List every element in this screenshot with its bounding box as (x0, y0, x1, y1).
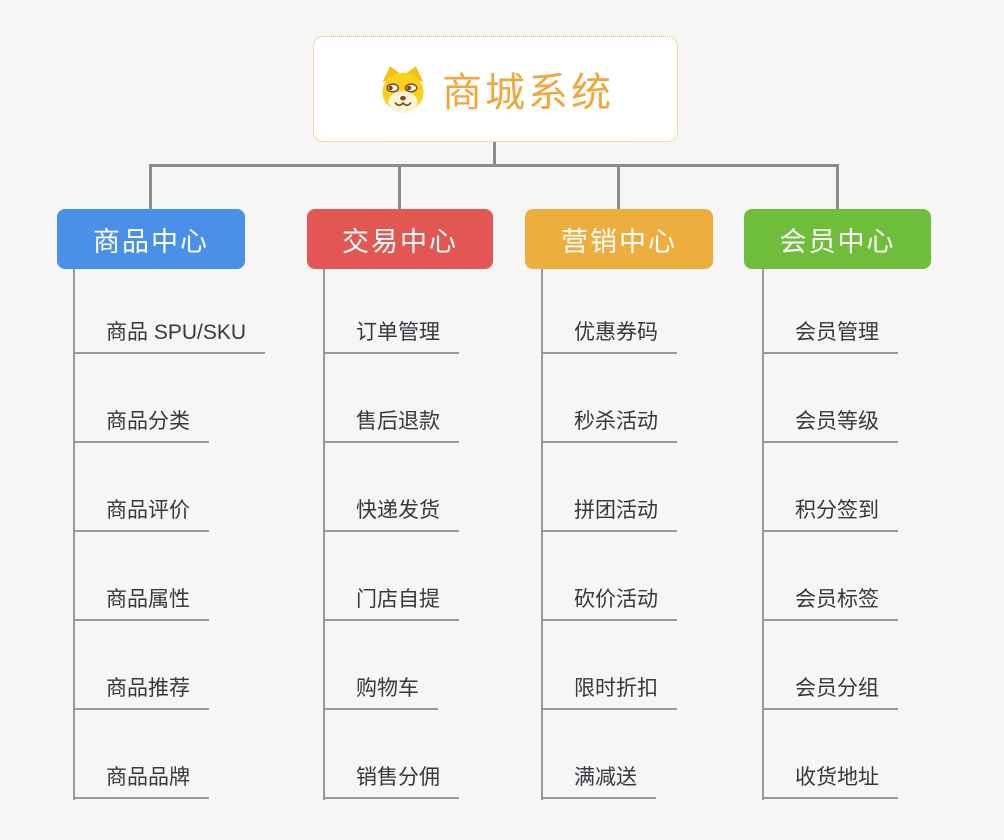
leaf-node[interactable]: 商品评价 (73, 500, 209, 532)
leaf-node[interactable]: 商品属性 (73, 589, 209, 621)
branch-box-product-center[interactable]: 商品中心 (57, 209, 245, 269)
leaf-node[interactable]: 购物车 (323, 678, 438, 710)
leaf-node[interactable]: 收货地址 (762, 767, 898, 799)
connector-drop (149, 164, 152, 210)
leaf-node[interactable]: 商品 SPU/SKU (73, 322, 266, 354)
leaf-node[interactable]: 会员标签 (762, 589, 898, 621)
leaf-node[interactable]: 拼团活动 (541, 500, 677, 532)
branch-box-trade-center[interactable]: 交易中心 (307, 209, 493, 269)
leaf-node[interactable]: 商品品牌 (73, 767, 209, 799)
leaf-node[interactable]: 秒杀活动 (541, 411, 677, 443)
leaf-node[interactable]: 限时折扣 (541, 678, 677, 710)
leaf-node[interactable]: 门店自提 (323, 589, 459, 621)
root-node[interactable]: 商城系统 (313, 36, 678, 142)
connector-crossbar (149, 164, 839, 167)
branch-box-member-center[interactable]: 会员中心 (744, 209, 931, 269)
leaf-node[interactable]: 优惠券码 (541, 322, 677, 354)
connector-drop (617, 164, 620, 210)
leaf-node[interactable]: 订单管理 (323, 322, 459, 354)
leaf-node[interactable]: 商品分类 (73, 411, 209, 443)
connector-root-stem (493, 142, 496, 166)
connector-drop (836, 164, 839, 210)
leaf-node[interactable]: 快递发货 (323, 500, 459, 532)
branch-vline (73, 269, 75, 800)
branch-vline (323, 269, 325, 800)
leaf-node[interactable]: 满减送 (541, 767, 656, 799)
branch-vline (762, 269, 764, 800)
doge-dog-icon (377, 64, 429, 114)
leaf-node[interactable]: 砍价活动 (541, 589, 677, 621)
leaf-node[interactable]: 商品推荐 (73, 678, 209, 710)
leaf-node[interactable]: 会员分组 (762, 678, 898, 710)
leaf-node[interactable]: 积分签到 (762, 500, 898, 532)
leaf-node[interactable]: 售后退款 (323, 411, 459, 443)
connector-drop (398, 164, 401, 210)
leaf-node[interactable]: 销售分佣 (323, 767, 459, 799)
branch-vline (541, 269, 543, 800)
leaf-node[interactable]: 会员等级 (762, 411, 898, 443)
branch-box-marketing-center[interactable]: 营销中心 (525, 209, 713, 269)
leaf-node[interactable]: 会员管理 (762, 322, 898, 354)
root-title: 商城系统 (442, 71, 614, 115)
